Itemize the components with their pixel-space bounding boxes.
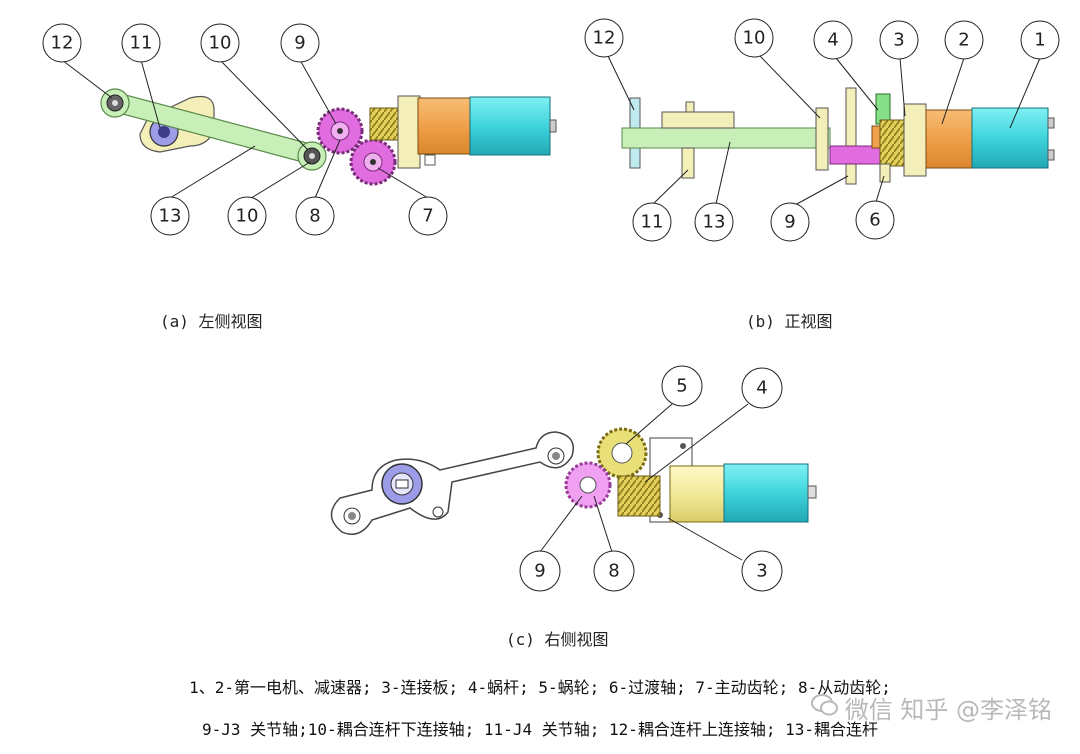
callout-a-7: 7 <box>408 196 448 236</box>
svg-text:9: 9 <box>294 33 305 54</box>
callout-c-5: 5 <box>661 365 703 407</box>
worm-b <box>879 119 909 167</box>
callout-b-13: 13 <box>694 202 734 242</box>
svg-text:8: 8 <box>309 206 320 227</box>
legend-line-2: 9-J3 关节轴;10-耦合连杆下连接轴; 11-J4 关节轴; 12-耦合连杆… <box>201 720 879 739</box>
svg-text:10: 10 <box>743 28 766 49</box>
view-b-drawing <box>607 55 1055 206</box>
svg-text:3: 3 <box>893 30 904 51</box>
svg-text:9: 9 <box>784 212 795 233</box>
callout-c-8: 8 <box>593 550 635 592</box>
callout-b-1: 1 <box>1020 20 1060 60</box>
svg-text:2: 2 <box>958 30 969 51</box>
caption-b: (b) 正视图 <box>746 312 833 331</box>
watermark: 微信 知乎 @李泽铭 <box>810 690 1052 725</box>
callout-b-9: 9 <box>770 202 810 242</box>
callout-b-4: 4 <box>813 20 853 60</box>
caption-c: (c) 右侧视图 <box>506 630 609 649</box>
callout-b-2: 2 <box>944 20 984 60</box>
svg-text:10: 10 <box>209 33 232 54</box>
svg-text:9: 9 <box>534 561 545 582</box>
svg-text:11: 11 <box>130 33 153 54</box>
svg-text:5: 5 <box>676 376 687 397</box>
callout-b-10: 10 <box>734 18 774 58</box>
driven-gear-a <box>316 107 364 155</box>
caption-a: (a) 左侧视图 <box>160 312 263 331</box>
driven-gear-c <box>564 461 612 509</box>
view-a-drawing <box>61 59 557 201</box>
view-c-drawing <box>330 403 817 561</box>
callout-a-10-upper: 10 <box>200 23 240 63</box>
svg-text:4: 4 <box>827 30 838 51</box>
motor-a <box>469 96 551 156</box>
callout-a-11: 11 <box>121 23 161 63</box>
callout-c-4: 4 <box>741 367 783 409</box>
svg-text:8: 8 <box>608 561 619 582</box>
callout-b-11: 11 <box>632 202 672 242</box>
coupling-rod-c <box>330 431 574 535</box>
worm-c <box>617 475 661 517</box>
callout-c-9: 9 <box>519 550 561 592</box>
svg-text:6: 6 <box>869 210 880 231</box>
watermark-text: 微信 知乎 @李泽铭 <box>844 696 1052 724</box>
connect-plate-b <box>903 103 927 177</box>
coupling-rod-b <box>621 127 831 149</box>
lower-connect-shaft-b <box>815 107 829 171</box>
callout-a-10-lower: 10 <box>227 196 267 236</box>
driven-gear-b <box>829 145 887 165</box>
view-a-callouts: 12 11 10 9 13 10 8 7 <box>42 23 448 236</box>
svg-text:4: 4 <box>756 378 767 399</box>
connect-plate-a <box>397 95 421 169</box>
reducer-c <box>669 465 725 523</box>
callout-b-12: 12 <box>584 18 624 58</box>
svg-text:11: 11 <box>641 212 664 233</box>
svg-text:7: 7 <box>422 206 433 227</box>
reducer-b <box>925 109 973 169</box>
reducer-a <box>417 97 471 155</box>
callout-a-9: 9 <box>280 23 320 63</box>
callout-b-6: 6 <box>855 200 895 240</box>
callout-a-13: 13 <box>150 196 190 236</box>
legend-line-1: 1、2-第一电机、减速器; 3-连接板; 4-蜗杆; 5-蜗轮; 6-过渡轴; … <box>189 678 891 697</box>
svg-text:13: 13 <box>159 206 182 227</box>
callout-a-12: 12 <box>42 23 82 63</box>
motor-c <box>723 463 809 523</box>
view-b-callouts: 12 10 4 3 2 1 11 13 9 6 <box>584 18 1060 242</box>
svg-text:12: 12 <box>593 28 616 49</box>
svg-text:1: 1 <box>1034 30 1045 51</box>
callout-b-3: 3 <box>879 20 919 60</box>
drive-gear-a <box>349 138 397 186</box>
callout-a-8: 8 <box>295 196 335 236</box>
callout-c-3: 3 <box>741 550 783 592</box>
svg-text:13: 13 <box>703 212 726 233</box>
svg-text:10: 10 <box>236 206 259 227</box>
svg-text:12: 12 <box>51 33 74 54</box>
wechat-icon <box>810 693 839 722</box>
j4-bracket-b <box>661 111 735 129</box>
motor-b <box>971 107 1049 169</box>
svg-text:3: 3 <box>756 561 767 582</box>
view-c-callouts: 5 4 9 8 3 <box>519 365 783 592</box>
